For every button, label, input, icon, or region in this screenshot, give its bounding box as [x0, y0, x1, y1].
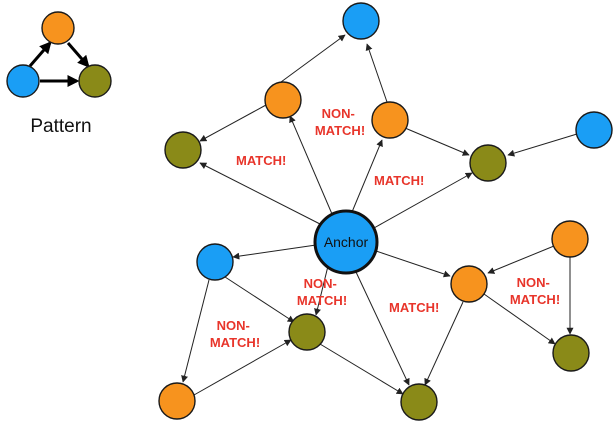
node-orange: [264, 81, 302, 119]
edge: [289, 115, 333, 215]
edge: [193, 339, 292, 396]
pattern-title: Pattern: [30, 116, 91, 137]
match-label: MATCH!: [236, 153, 286, 168]
pattern-blue-node: [6, 64, 40, 98]
node-orange: [158, 382, 196, 420]
edge: [424, 301, 464, 386]
node-orange: [551, 220, 589, 258]
nonmatch-label-line: NON-: [304, 276, 337, 291]
nonmatch-label-line: MATCH!: [210, 335, 260, 350]
node-blue: [575, 111, 613, 149]
pattern-edge-blue-orange: [28, 41, 52, 67]
node-orange: [371, 101, 409, 139]
edge: [319, 343, 404, 395]
nonmatch-label-line: NON-: [322, 106, 355, 121]
edge: [483, 293, 556, 345]
edge: [375, 250, 451, 278]
graph-edges: [181, 34, 578, 396]
edge: [351, 139, 383, 213]
node-olive: [400, 383, 438, 421]
node-orange: [450, 265, 488, 303]
nonmatch-label-line: MATCH!: [297, 293, 347, 308]
nonmatch-label-line: NON-: [217, 318, 250, 333]
edge: [181, 279, 210, 383]
edge: [507, 133, 578, 157]
nonmatch-label-line: MATCH!: [510, 292, 560, 307]
node-olive: [164, 131, 202, 169]
edge: [355, 271, 410, 386]
edge: [365, 43, 388, 103]
pattern-olive-node: [78, 64, 112, 98]
match-label: MATCH!: [389, 300, 439, 315]
pattern-legend: Pattern: [6, 11, 112, 137]
edge: [199, 104, 267, 142]
match-labels: MATCH! MATCH! MATCH! NON- MATCH! NON- MA…: [210, 106, 560, 350]
node-olive: [552, 334, 590, 372]
edge: [487, 245, 555, 274]
anchor-label: Anchor: [324, 234, 369, 250]
node-blue: [196, 243, 234, 281]
nonmatch-label: NON- MATCH!: [297, 276, 347, 308]
pattern-edge-orange-olive: [66, 42, 90, 68]
edge: [232, 244, 317, 260]
match-label: MATCH!: [374, 173, 424, 188]
nonmatch-label: NON- MATCH!: [210, 318, 260, 350]
edge: [404, 127, 470, 156]
edge: [314, 265, 329, 316]
edge: [373, 172, 473, 229]
node-blue: [342, 2, 380, 40]
graph-nodes: Anchor: [158, 2, 613, 421]
nonmatch-label: NON- MATCH!: [510, 275, 560, 307]
edge: [221, 274, 295, 323]
nonmatch-label: NON- MATCH!: [315, 106, 365, 138]
nonmatch-label-line: NON-: [517, 275, 550, 290]
anchor-node: [313, 209, 379, 275]
edge: [199, 162, 321, 225]
nonmatch-label-line: MATCH!: [315, 123, 365, 138]
node-olive: [469, 144, 507, 182]
pattern-orange-node: [41, 11, 75, 45]
node-olive: [288, 313, 326, 351]
